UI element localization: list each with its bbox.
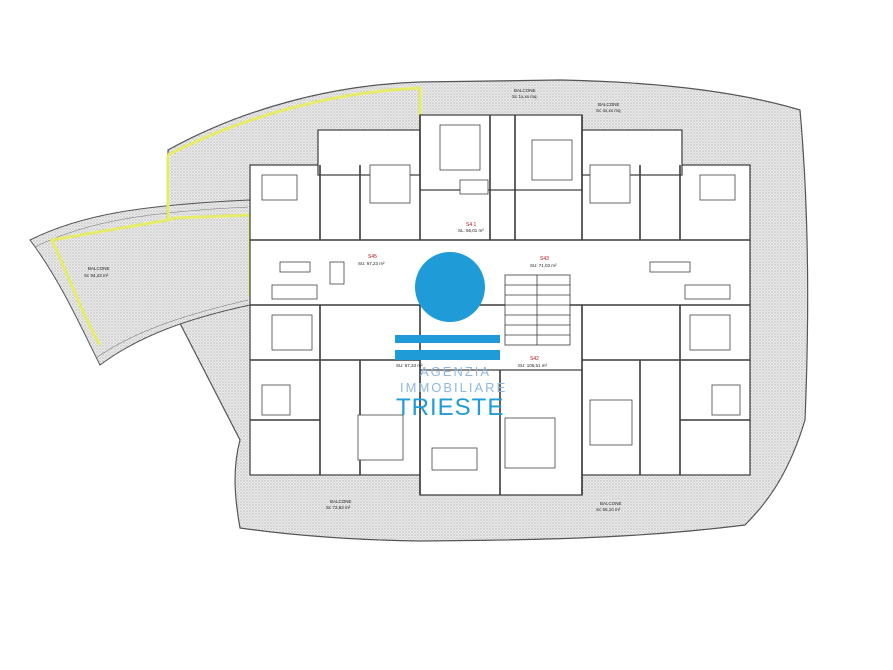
balcony-area-bottom-left: Sc 72,63 m² — [326, 505, 351, 510]
watermark-bar-top — [395, 335, 500, 343]
unit-area-s44: SU: 67,33 m² — [396, 363, 423, 368]
unit-code-s42: S42 — [530, 356, 539, 362]
watermark-brand: TRIESTE — [396, 394, 504, 421]
watermark-line1: AGENZIA — [420, 364, 491, 379]
balcony-area-bottom-right: Sc 55,10 m² — [596, 507, 621, 512]
balcony-label-top-right: BALCONE — [598, 102, 620, 107]
balcony-label-bottom-right: BALCONE — [600, 501, 622, 506]
unit-code-s45: S45 — [368, 254, 377, 260]
unit-area-s45: SU: 67,23 m² — [358, 261, 385, 266]
unit-area-s43: SU: 71,03 m² — [530, 263, 557, 268]
unit-code-s43: S43 — [540, 256, 549, 262]
watermark-bar-bottom — [395, 350, 500, 360]
balcony-label-left: BALCONE — [88, 266, 110, 271]
unit-code-s41: S4 1 — [466, 222, 477, 228]
balcony-label-top-center: BALCONE — [514, 88, 536, 93]
living-furniture — [271, 179, 731, 471]
agency-watermark: AGENZIA IMMOBILIARE TRIESTE — [395, 252, 507, 421]
stairwell — [504, 274, 571, 346]
balcony-area-top-right: Sc 4x,xx mq — [596, 108, 621, 113]
unit-area-s41: SL: 56,01 m² — [458, 228, 484, 233]
bedroom-furniture — [261, 124, 741, 461]
unit-area-s42: SU: 106,51 m² — [518, 363, 548, 368]
balcony-area-left: Sc 94,43 m² — [84, 273, 109, 278]
watermark-line2: IMMOBILIARE — [400, 380, 507, 395]
balcony-area-top-center: Sc 1x,xx mq — [512, 94, 537, 99]
balcony-label-bottom-left: BALCONE — [330, 499, 352, 504]
watermark-circle — [415, 252, 485, 322]
